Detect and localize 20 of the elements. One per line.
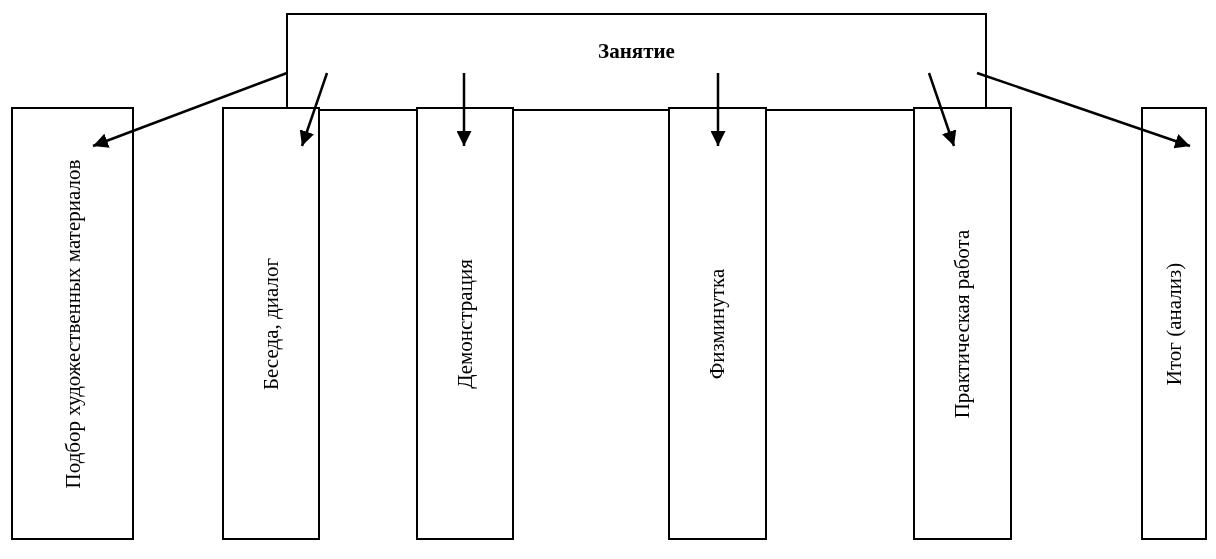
title-text: Занятие bbox=[597, 39, 676, 64]
stage-label: Беседа, диалог bbox=[258, 256, 284, 392]
lesson-box bbox=[286, 13, 987, 111]
arrow bbox=[927, 72, 957, 147]
stage-column bbox=[1141, 107, 1207, 540]
arrow bbox=[92, 71, 288, 148]
stage-column bbox=[913, 107, 1012, 540]
arrow bbox=[710, 73, 726, 146]
stage-column bbox=[416, 107, 514, 540]
arrow bbox=[299, 72, 329, 147]
stage-label: Демонстрация bbox=[452, 257, 478, 391]
stage-column bbox=[668, 107, 767, 540]
stage-label: Практическая работа bbox=[950, 228, 975, 420]
stage-column bbox=[222, 107, 320, 540]
stage-label: Физминутка bbox=[705, 267, 730, 381]
arrow bbox=[456, 73, 472, 146]
stage-label: Подбор художественных материалов bbox=[60, 158, 85, 490]
stage-column bbox=[11, 107, 134, 540]
stage-label: Итог (анализ) bbox=[1161, 261, 1187, 387]
arrow bbox=[976, 71, 1191, 149]
